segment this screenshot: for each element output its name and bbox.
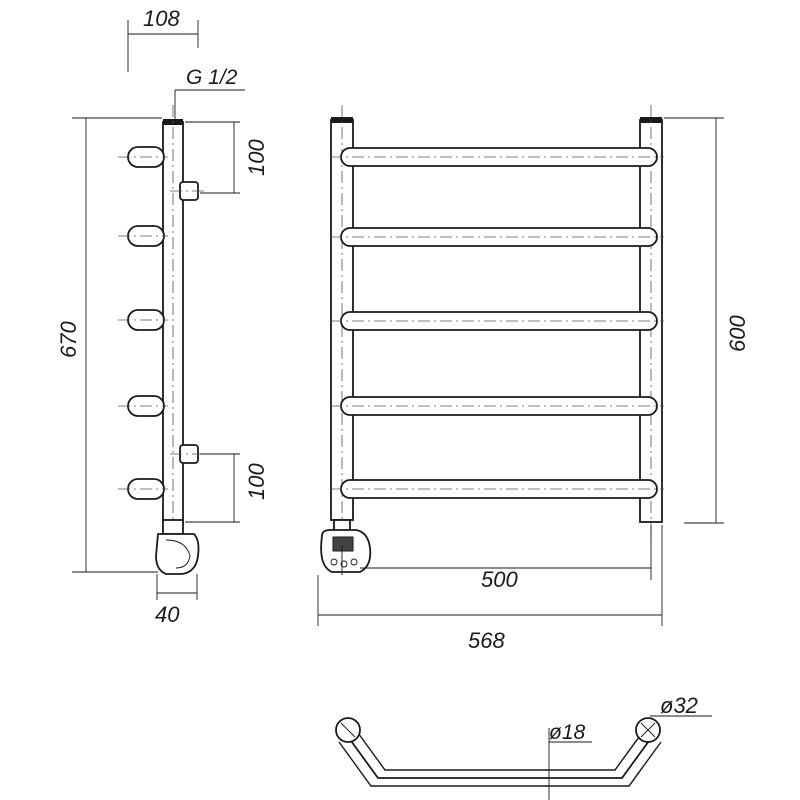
total-width-dimension: 568 xyxy=(317,525,663,653)
heater-display xyxy=(332,536,354,552)
side-heater: 40 xyxy=(155,519,200,627)
fitting-offset-top-dimension: 100 xyxy=(185,121,269,194)
total-width-label: 568 xyxy=(468,628,505,653)
total-height-label: 670 xyxy=(56,321,81,358)
side-wall-fittings xyxy=(170,181,208,464)
front-rungs xyxy=(330,147,664,499)
center-height-label: 600 xyxy=(725,315,750,352)
riser-diameter-label: ø32 xyxy=(660,693,698,718)
center-height-dimension: 600 xyxy=(664,117,750,524)
thread-label: G 1/2 xyxy=(186,66,238,89)
heater-button xyxy=(340,560,348,568)
heater-button xyxy=(350,558,358,566)
fitting-offset-bottom-label: 100 xyxy=(244,463,269,500)
center-width-label: 500 xyxy=(481,567,518,592)
side-view: 108 G 1/2 xyxy=(56,6,269,627)
total-height-dimension: 670 xyxy=(56,117,162,573)
front-heater xyxy=(320,519,372,573)
side-rung-stubs xyxy=(118,146,168,500)
fitting-offset-bottom-dimension: 100 xyxy=(185,453,269,523)
heater-button xyxy=(330,558,338,566)
front-view: 500 568 600 xyxy=(317,105,750,653)
depth-label: 108 xyxy=(143,6,180,31)
rung-diameter-label: ø18 xyxy=(549,721,586,744)
center-width-dimension: 500 xyxy=(341,525,652,592)
thread-callout: G 1/2 xyxy=(174,66,245,120)
heater-depth-label: 40 xyxy=(155,602,180,627)
fitting-offset-top-label: 100 xyxy=(244,139,269,176)
plan-view: ø32 ø18 xyxy=(335,693,712,800)
depth-dimension: 108 xyxy=(127,6,199,72)
